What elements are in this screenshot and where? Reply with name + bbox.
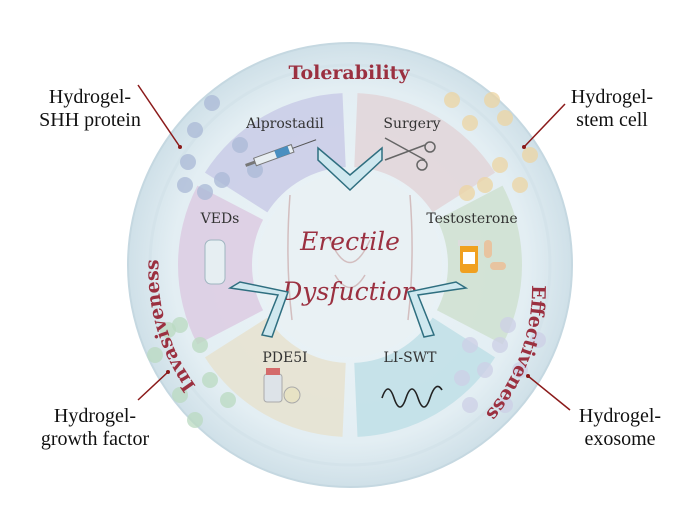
hydrogel-particle: [444, 92, 460, 108]
hydrogel-particle: [492, 157, 508, 173]
hydrogel-particle: [512, 362, 528, 378]
segment-label-surgery: Surgery: [383, 116, 440, 132]
vacuum-cylinder-icon: [204, 239, 226, 285]
hydrogel-particle: [180, 154, 196, 170]
hydrogel-particle: [197, 184, 213, 200]
callout-growth-factor: Hydrogel- growth factor: [41, 370, 170, 450]
hydrogel-particle: [247, 162, 263, 178]
pill-bottle-icon: [458, 240, 506, 273]
hydrogel-particle: [497, 397, 513, 413]
hydrogel-particle: [492, 337, 508, 353]
hydrogel-particle: [160, 322, 176, 338]
dish-inner-rim: [148, 63, 552, 467]
hydrogel-particle: [497, 110, 513, 126]
hydrogel-particle: [454, 370, 470, 386]
hydrogel-particle: [477, 362, 493, 378]
callout-exosome: Hydrogel- exosome: [526, 374, 661, 450]
hydrogel-particle: [530, 332, 546, 348]
hydrogel-particle: [512, 177, 528, 193]
segment-label-li-swt: LI-SWT: [384, 350, 438, 366]
svg-text:growth factor: growth factor: [41, 428, 150, 450]
hydrogel-particle: [214, 172, 230, 188]
hydrogel-particle: [202, 372, 218, 388]
segment-label-alprostadil: Alprostadil: [245, 116, 324, 132]
segment-li-swt: [354, 317, 496, 437]
hydrogel-particle: [172, 317, 188, 333]
callout-stem-cell: Hydrogel- stem cell: [522, 86, 653, 149]
svg-text:Hydrogel-: Hydrogel-: [49, 86, 131, 108]
pill-icon: [263, 368, 301, 404]
hydrogel-particle: [232, 137, 248, 153]
axis-tolerability: Tolerability: [288, 62, 410, 84]
syringe-icon: [245, 139, 317, 167]
hydrogel-particle: [462, 397, 478, 413]
hydrogel-particle: [172, 387, 188, 403]
segment-surgery: [354, 93, 496, 213]
svg-text:Hydrogel-: Hydrogel-: [571, 86, 653, 108]
hydrogel-particle: [462, 115, 478, 131]
center-disc: [258, 173, 442, 357]
hydrogel-particle: [522, 147, 538, 163]
hydrogel-particle: [477, 177, 493, 193]
pelvis-illustration: [287, 194, 413, 321]
segment-testosterone: [436, 185, 522, 345]
hydrogel-particle: [484, 92, 500, 108]
segment-label-veds: VEDs: [200, 211, 240, 227]
chevron-top-icon: [317, 146, 383, 192]
center-title-line1: Erectile: [299, 227, 400, 256]
hydrogel-particle: [147, 347, 163, 363]
hydrogel-particle: [459, 185, 475, 201]
chevron-left-icon: [227, 281, 289, 338]
svg-text:Hydrogel-: Hydrogel-: [579, 405, 661, 427]
chevron-right-icon: [407, 281, 469, 338]
hydrogel-particle: [220, 392, 236, 408]
hydrogel-particle: [204, 95, 220, 111]
svg-text:Hydrogel-: Hydrogel-: [54, 405, 136, 427]
segment-label-pde5i: PDE5I: [262, 350, 307, 366]
hydrogel-particle: [187, 412, 203, 428]
hydrogel-particle: [177, 177, 193, 193]
hydrogel-particle: [500, 317, 516, 333]
svg-text:exosome: exosome: [584, 428, 655, 450]
hydrogel-particles: [147, 92, 546, 428]
callout-shh-protein: Hydrogel- SHH protein: [39, 84, 182, 149]
hydrogel-particle: [187, 122, 203, 138]
svg-text:stem cell: stem cell: [576, 109, 648, 131]
scissors-icon: [384, 137, 436, 171]
wave-icon: [381, 385, 443, 408]
center-title-line2: Dysfuction: [281, 277, 418, 306]
hydrogel-particle: [462, 337, 478, 353]
segment-label-testosterone: Testosterone: [426, 211, 517, 227]
hydrogel-particle: [192, 337, 208, 353]
svg-text:SHH protein: SHH protein: [39, 109, 141, 131]
